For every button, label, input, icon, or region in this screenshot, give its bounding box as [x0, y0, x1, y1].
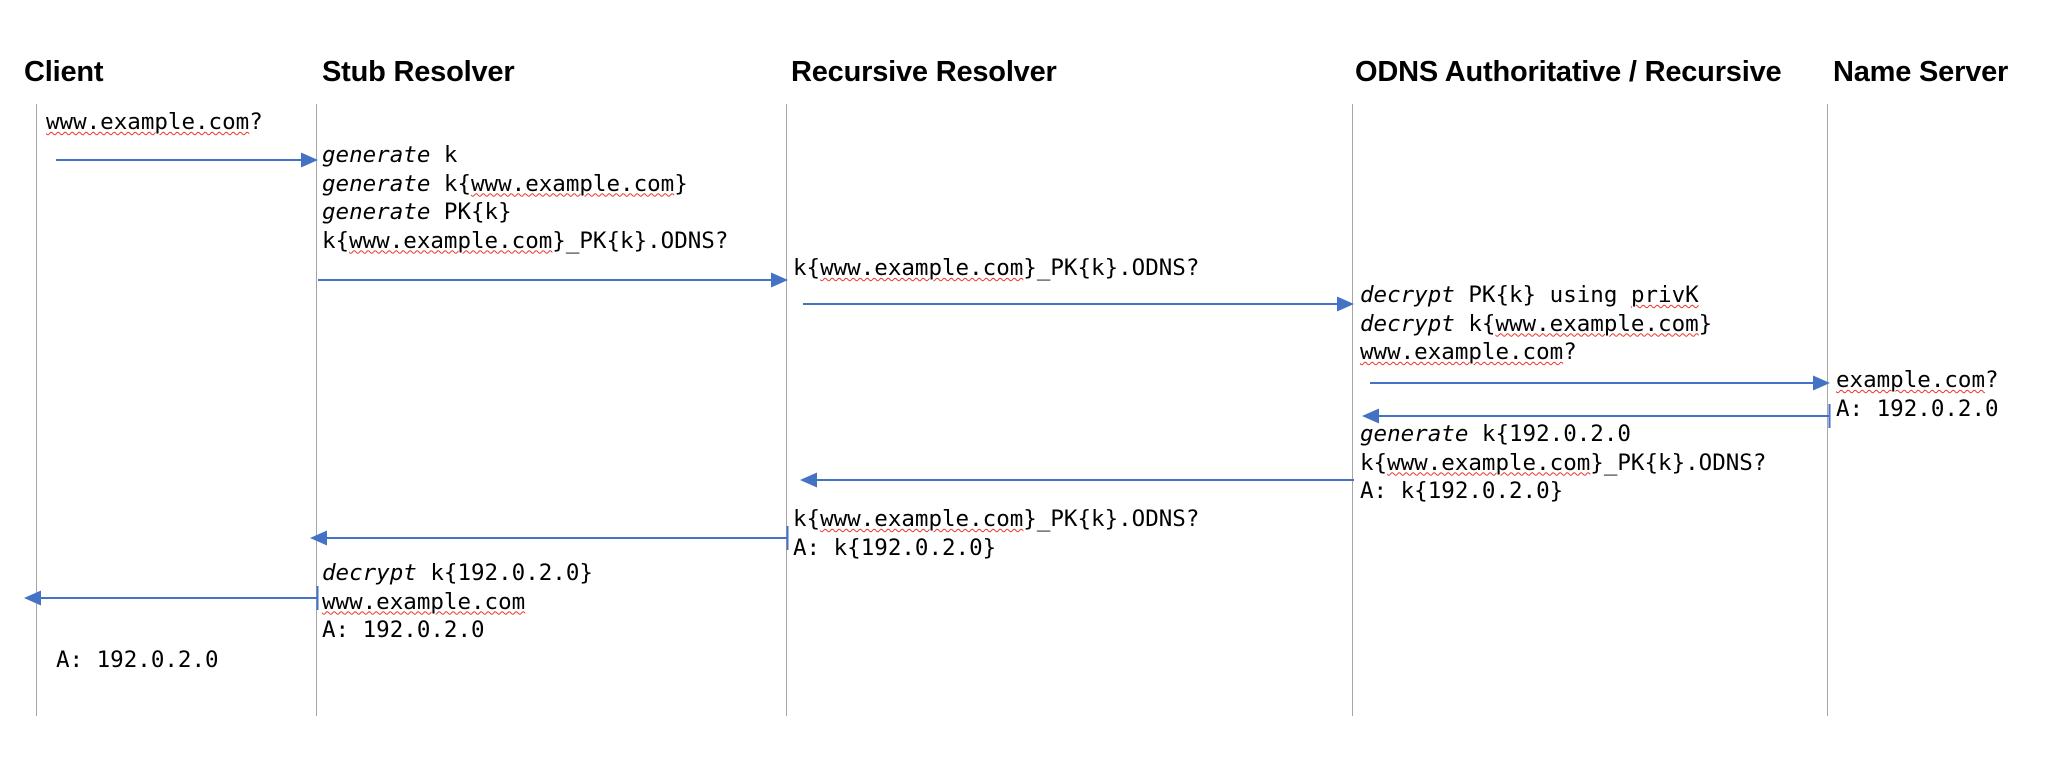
arrow-recursive-to-odns: [803, 294, 1354, 314]
message-segment: ?: [1985, 367, 1999, 393]
message-segment: k{: [1360, 449, 1388, 476]
message-segment: www.example.com: [471, 170, 675, 197]
arrow-stub-to-recursive: [318, 270, 788, 290]
actor-header-client: Client: [24, 56, 104, 88]
arrow-recursive-to-stub: [310, 526, 789, 550]
message-segment: decrypt: [1360, 282, 1455, 308]
lifeline-client: [36, 104, 37, 716]
message-segment: www.example.com: [1387, 449, 1591, 476]
message-line: generate k{192.0.2.0: [1360, 420, 1766, 449]
message-segment: generate: [322, 142, 431, 168]
message-segment: generate: [322, 170, 431, 197]
message-segment: k{192.0.2.0: [1468, 421, 1631, 447]
message-segment: k{: [1454, 310, 1496, 337]
message-segment: A: 192.0.2.0: [1836, 395, 1999, 422]
message-line: k{www.example.com}_PK{k}.ODNS?: [322, 227, 728, 256]
message-segment: www.example.com: [349, 227, 553, 254]
arrow-client-to-stub: [56, 150, 318, 170]
message-recursive-query: k{www.example.com}_PK{k}.ODNS?: [793, 254, 1199, 283]
message-line: www.example.com: [322, 588, 593, 617]
message-line: generate PK{k}: [322, 198, 728, 227]
arrow-nameserver-to-odns: [1362, 404, 1831, 428]
actor-header-stub-resolver: Stub Resolver: [322, 56, 515, 88]
arrow-odns-to-recursive: [800, 470, 1354, 490]
message-segment: k{: [430, 170, 472, 197]
message-line: A: 192.0.2.0: [1836, 395, 1999, 424]
message-segment: }_PK{k}.ODNS?: [1023, 506, 1200, 532]
message-line: decrypt k{www.example.com}: [1360, 310, 1712, 339]
message-recursive-response: k{www.example.com}_PK{k}.ODNS?A: k{192.0…: [793, 505, 1199, 562]
message-segment: A: 192.0.2.0: [322, 617, 485, 643]
message-segment: www.example.com: [322, 588, 526, 615]
message-client-query: www.example.com?: [46, 108, 263, 137]
actor-header-odns-authoritative: ODNS Authoritative / Recursive: [1355, 56, 1782, 88]
message-line: decrypt k{192.0.2.0}: [322, 559, 593, 588]
message-segment: generate: [1360, 421, 1469, 447]
message-segment: }: [674, 170, 688, 197]
message-segment: www.example.com: [820, 255, 1024, 281]
message-segment: k{: [793, 255, 821, 281]
message-line: A: 192.0.2.0: [56, 646, 219, 675]
message-line: k{www.example.com}_PK{k}.ODNS?: [793, 505, 1199, 534]
message-segment: ?: [249, 109, 263, 135]
message-segment: k{192.0.2.0}: [416, 560, 593, 586]
message-segment: A: k{192.0.2.0}: [1360, 478, 1564, 504]
message-segment: decrypt: [322, 560, 417, 586]
message-segment: privK: [1630, 282, 1699, 308]
lifeline-name-server: [1827, 104, 1828, 716]
message-segment: k: [430, 142, 458, 168]
message-line: www.example.com?: [1360, 338, 1712, 367]
message-client-answer: A: 192.0.2.0: [56, 646, 219, 675]
message-segment: decrypt: [1360, 310, 1455, 337]
actor-header-name-server: Name Server: [1833, 56, 2009, 88]
message-line: www.example.com?: [46, 108, 263, 137]
lifeline-stub-resolver: [316, 104, 317, 716]
message-line: generate k{www.example.com}: [322, 170, 728, 199]
message-line: k{www.example.com}_PK{k}.ODNS?: [1360, 449, 1766, 478]
message-segment: }_PK{k}.ODNS?: [1590, 449, 1767, 476]
message-segment: k{: [322, 227, 350, 254]
message-line: k{www.example.com}_PK{k}.ODNS?: [793, 254, 1199, 283]
message-segment: ?: [1563, 339, 1577, 365]
arrow-stub-to-client: [24, 586, 319, 610]
message-line: example.com?: [1836, 366, 1999, 395]
message-line: A: k{192.0.2.0}: [1360, 477, 1766, 506]
lifeline-recursive-resolver: [786, 104, 787, 716]
message-line: A: 192.0.2.0: [322, 616, 593, 645]
message-line: generate k: [322, 141, 728, 170]
message-line: decrypt PK{k} using privK: [1360, 281, 1712, 310]
message-segment: k{: [793, 506, 821, 532]
lifeline-odns-authoritative: [1352, 104, 1353, 716]
message-segment: }_PK{k}.ODNS?: [1023, 255, 1200, 281]
message-segment: www.example.com: [1495, 310, 1699, 337]
arrow-odns-to-nameserver: [1370, 373, 1830, 393]
actor-header-recursive-resolver: Recursive Resolver: [791, 56, 1057, 88]
message-segment: A: k{192.0.2.0}: [793, 534, 997, 561]
message-segment: example.com: [1836, 367, 1986, 393]
message-segment: www.example.com: [46, 109, 250, 135]
message-segment: }_PK{k}.ODNS?: [552, 227, 729, 254]
message-nameserver-exchange: example.com?A: 192.0.2.0: [1836, 366, 1999, 423]
message-segment: }: [1698, 310, 1713, 337]
message-segment: www.example.com: [1360, 339, 1564, 365]
message-segment: generate: [322, 199, 431, 225]
message-line: A: k{192.0.2.0}: [793, 534, 1199, 563]
message-segment: PK{k} using: [1454, 282, 1631, 308]
message-segment: A: 192.0.2.0: [56, 647, 219, 673]
message-segment: www.example.com: [820, 506, 1024, 532]
message-segment: PK{k}: [430, 199, 512, 225]
